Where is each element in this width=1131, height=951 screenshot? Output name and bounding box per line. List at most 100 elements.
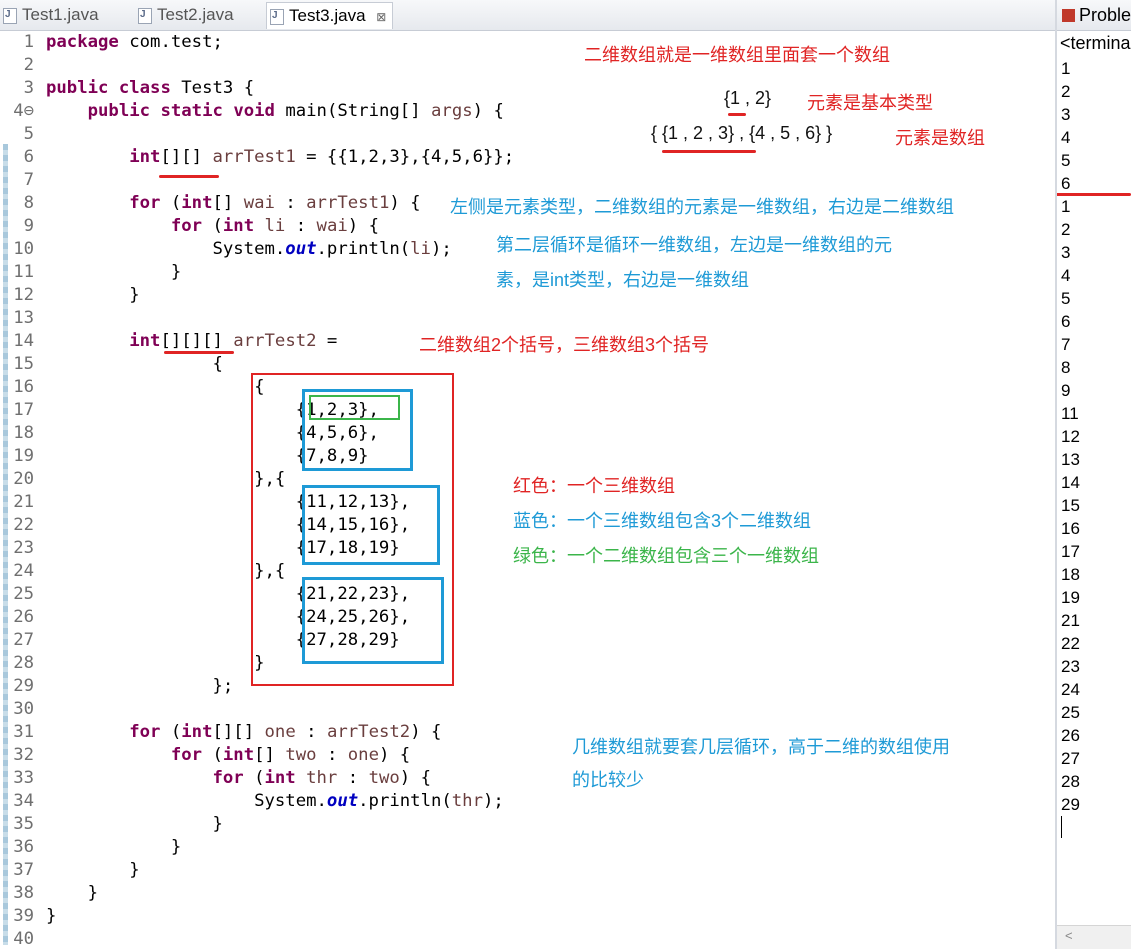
code-line[interactable]: 29 }; <box>0 675 233 698</box>
underline-mark <box>662 150 756 153</box>
tab-test2[interactable]: Test2.java <box>135 2 234 28</box>
console-output-line: 21 <box>1061 611 1080 630</box>
example-1d: {1 , 2} <box>724 88 772 108</box>
line-number: 18 <box>13 423 34 443</box>
code-line[interactable]: 5 <box>0 123 46 146</box>
code-text: },{ <box>46 561 286 581</box>
problems-icon <box>1062 9 1075 22</box>
line-number: 16 <box>13 377 34 397</box>
note-nesting-1: 几维数组就要套几层循环，高于二维的数组使用 <box>572 737 950 757</box>
console-output-line: 9 <box>1061 381 1071 400</box>
code-line[interactable]: 28 } <box>0 652 264 675</box>
code-line[interactable]: 7 <box>0 169 46 192</box>
code-text: } <box>46 837 182 857</box>
code-line[interactable]: 19 {7,8,9} <box>0 445 369 468</box>
red-box-3d-array <box>251 373 454 686</box>
code-line[interactable]: 27 {27,28,29} <box>0 629 400 652</box>
code-line[interactable]: 14 int[][][] arrTest2 = <box>0 330 337 353</box>
line-number: 37 <box>13 860 34 880</box>
code-line[interactable]: 13 <box>0 307 46 330</box>
close-icon[interactable]: ⊠ <box>376 10 387 24</box>
line-number: 20 <box>13 469 34 489</box>
line-number: 40 <box>13 929 34 949</box>
note-2d-array: 二维数组就是一维数组里面套一个数组 <box>584 45 890 65</box>
code-line[interactable]: 37 } <box>0 859 139 882</box>
code-line[interactable]: 6 int[][] arrTest1 = {{1,2,3},{4,5,6}}; <box>0 146 515 169</box>
line-number: 13 <box>13 308 34 328</box>
code-line[interactable]: 20 },{ <box>0 468 285 491</box>
code-line[interactable]: 10 System.out.println(li); <box>0 238 452 261</box>
code-line[interactable]: 35 } <box>0 813 223 836</box>
horizontal-scrollbar[interactable]: < <box>1057 925 1131 949</box>
blue-box-2d-array <box>302 577 444 664</box>
code-line[interactable]: 8 for (int[] wai : arrTest1) { <box>0 192 421 215</box>
code-line[interactable]: 16 { <box>0 376 264 399</box>
code-text: for (int[] wai : arrTest1) { <box>129 193 421 213</box>
line-number: 34 <box>13 791 34 811</box>
code-line[interactable]: 9 for (int li : wai) { <box>0 215 379 238</box>
console-output-line: 1 <box>1061 197 1071 216</box>
code-line[interactable]: 36 } <box>0 836 181 859</box>
code-line[interactable]: 17 {1,2,3}, <box>0 399 379 422</box>
code-line[interactable]: 15 { <box>0 353 223 376</box>
line-number: 14 <box>13 331 34 351</box>
legend-green: 绿色：一个二维数组包含三个一维数组 <box>513 546 819 566</box>
line-number: 11 <box>13 262 34 282</box>
code-line[interactable]: 30 <box>0 698 46 721</box>
line-number: 26 <box>13 607 34 627</box>
tab-test3[interactable]: Test3.java ⊠ <box>266 2 394 29</box>
console-output-line: 3 <box>1061 105 1071 124</box>
code-line[interactable]: 26 {24,25,26}, <box>0 606 410 629</box>
code-text: int[][] arrTest1 = {{1,2,3},{4,5,6}}; <box>129 147 515 167</box>
line-number: 24 <box>13 561 34 581</box>
code-line[interactable]: 2 <box>0 54 46 77</box>
console-output-line: 2 <box>1061 220 1071 239</box>
code-line[interactable]: 38 } <box>0 882 98 905</box>
code-text: public static void main(String[] args) { <box>87 101 504 121</box>
line-number: 39 <box>13 906 34 926</box>
underline-mark <box>164 351 234 354</box>
line-number: 4⊖ <box>13 101 34 121</box>
code-line[interactable]: 23 {17,18,19} <box>0 537 400 560</box>
code-line[interactable]: 25 {21,22,23}, <box>0 583 410 606</box>
line-number: 25 <box>13 584 34 604</box>
scroll-left-icon[interactable]: < <box>1065 928 1073 943</box>
code-line[interactable]: 11 } <box>0 261 181 284</box>
line-number: 27 <box>13 630 34 650</box>
note-array-elements: 元素是数组 <box>895 128 985 148</box>
console-output-line: 19 <box>1061 588 1080 607</box>
code-line[interactable]: 32 for (int[] two : one) { <box>0 744 410 767</box>
line-number: 32 <box>13 745 34 765</box>
console-output-line: 11 <box>1061 404 1079 423</box>
code-text: } <box>46 883 99 903</box>
code-text: { <box>46 354 223 374</box>
code-line[interactable]: 18 {4,5,6}, <box>0 422 379 445</box>
code-line[interactable]: 39} <box>0 905 56 928</box>
code-line[interactable]: 4⊖ public static void main(String[] args… <box>0 100 504 123</box>
tab-test1[interactable]: Test1.java <box>0 2 99 28</box>
code-line[interactable]: 12 } <box>0 284 139 307</box>
note-nesting-2: 的比较少 <box>572 770 644 790</box>
tab-problems[interactable]: Proble <box>1057 0 1131 31</box>
code-line[interactable]: 24 },{ <box>0 560 285 583</box>
green-box-1d-array <box>309 395 400 420</box>
code-text: System.out.println(thr); <box>46 791 504 811</box>
console-output-line: 14 <box>1061 473 1080 492</box>
code-text: {7,8,9} <box>46 446 369 466</box>
console-output-line: 18 <box>1061 565 1080 584</box>
line-number: 3 <box>23 78 34 98</box>
code-line[interactable]: 34 System.out.println(thr); <box>0 790 504 813</box>
code-line[interactable]: 21 {11,12,13}, <box>0 491 410 514</box>
code-line[interactable]: 31 for (int[][] one : arrTest2) { <box>0 721 441 744</box>
code-text: {24,25,26}, <box>46 607 411 627</box>
example-2d: { {1 , 2 , 3} , {4 , 5 , 6} } <box>651 123 833 143</box>
view-divider[interactable] <box>1055 0 1057 949</box>
code-line[interactable]: 22 {14,15,16}, <box>0 514 410 537</box>
code-line[interactable]: 33 for (int thr : two) { <box>0 767 431 790</box>
line-number: 17 <box>13 400 34 420</box>
code-line[interactable]: 40 <box>0 928 46 951</box>
